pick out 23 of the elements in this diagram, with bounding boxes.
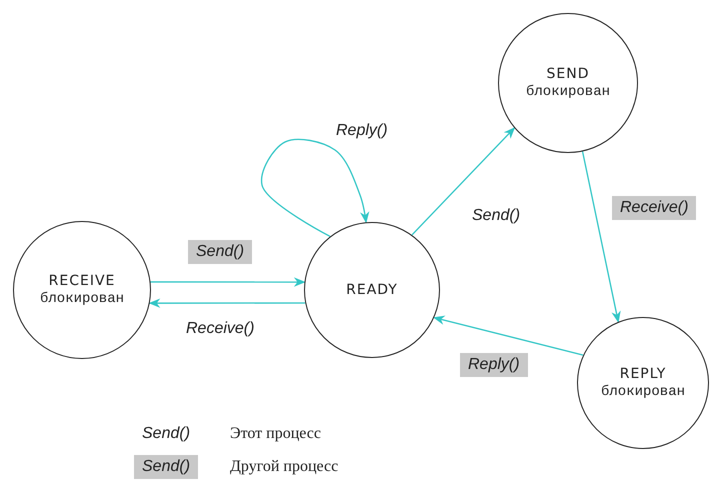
arrow — [150, 277, 306, 287]
edge-label: Send() — [472, 207, 520, 225]
arrow — [432, 316, 584, 356]
legend-text: Другой процесс — [230, 458, 338, 476]
state-name: REPLY — [620, 365, 666, 383]
legend-text: Этот процесс — [230, 425, 321, 443]
state-status: блокирован — [526, 83, 610, 101]
state-status: блокирован — [40, 290, 124, 308]
state-name: SEND — [546, 65, 590, 83]
state-name: RECEIVE — [48, 272, 116, 290]
state-name: READY — [346, 281, 398, 299]
edge-label: Send() — [188, 240, 252, 264]
arrow — [148, 298, 306, 308]
state-status: блокирован — [600, 383, 685, 401]
edge-label: Reply() — [460, 353, 528, 377]
arrow — [412, 127, 516, 236]
edge-label: Reply() — [336, 122, 388, 140]
legend-sample: Send() — [134, 455, 198, 479]
arrow — [582, 151, 621, 323]
arrow — [261, 138, 370, 237]
edge-label: Receive() — [186, 320, 254, 338]
legend-sample: Send() — [142, 425, 190, 443]
edge-label: Receive() — [612, 196, 696, 220]
